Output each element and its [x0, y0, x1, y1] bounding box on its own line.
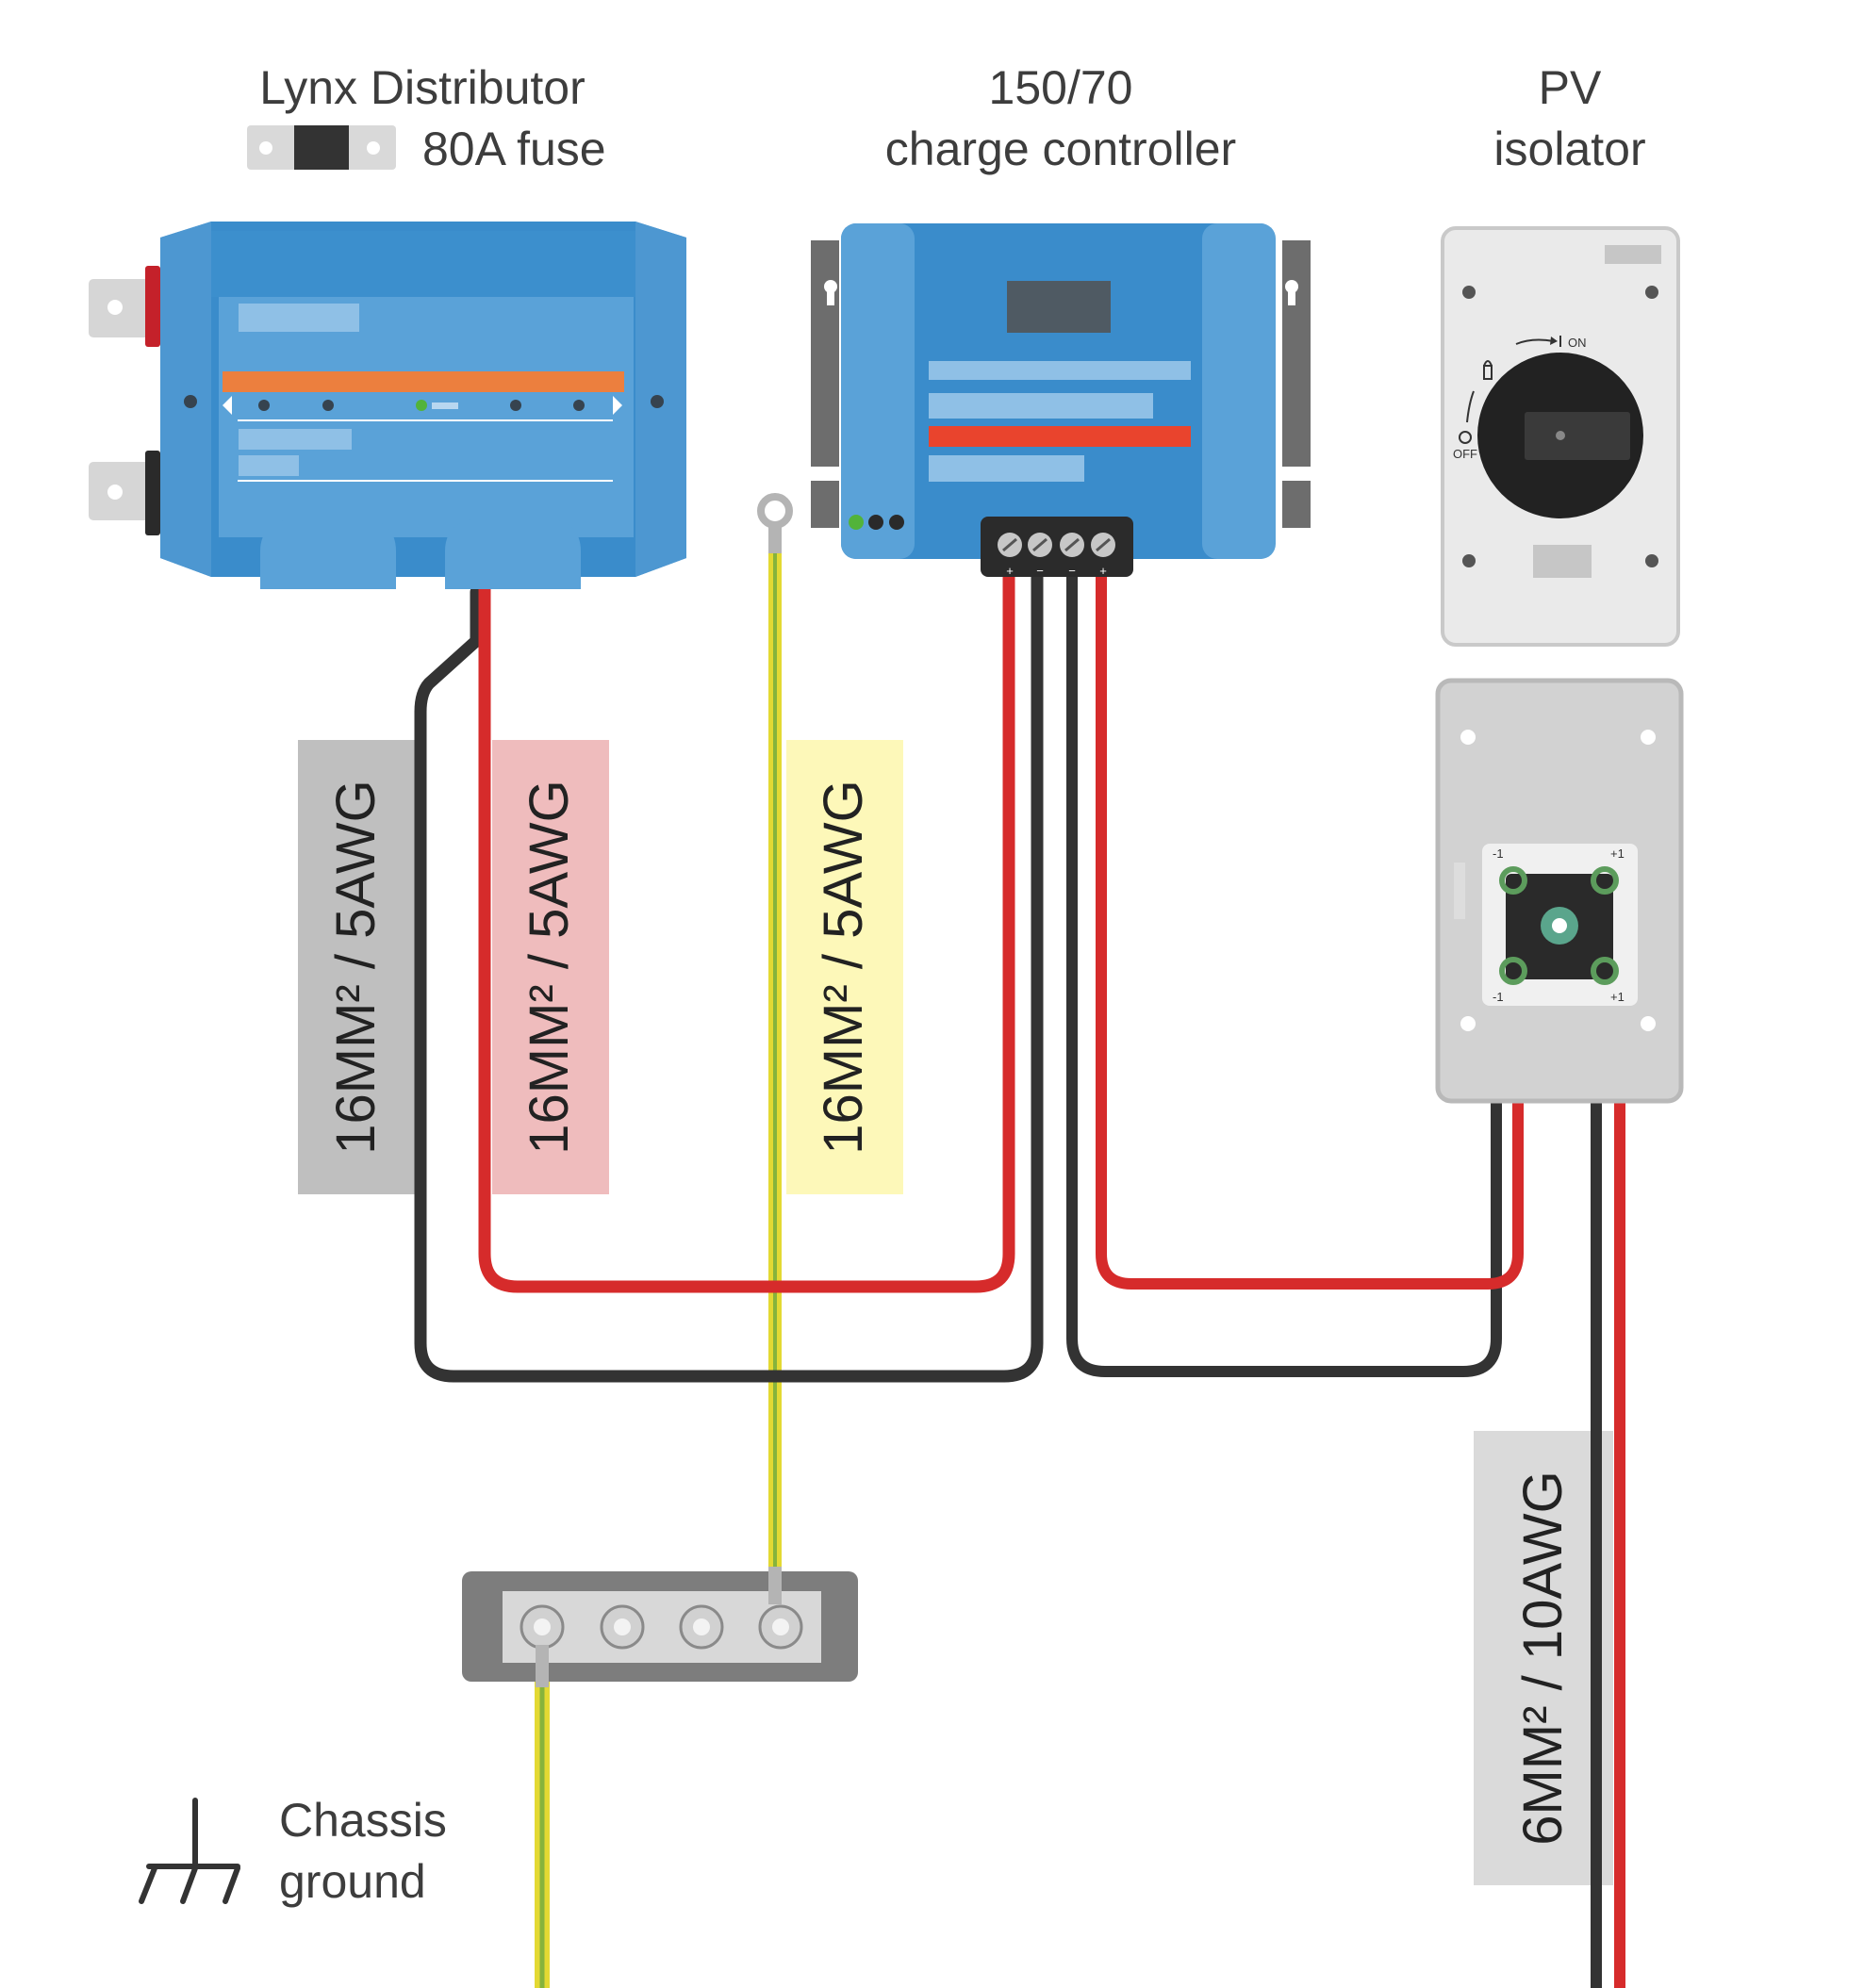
- lynx-distributor: [89, 222, 686, 589]
- pv-positive-wire: [1096, 567, 1524, 1290]
- terminal-label: +1: [1610, 990, 1625, 1004]
- controller-terminal-block: [981, 517, 1133, 577]
- cable-label-bg: [1474, 1431, 1613, 1885]
- cc-term-label: −: [1036, 564, 1044, 578]
- isolator-on-label: ON: [1568, 336, 1587, 350]
- lock-icon: [1483, 360, 1493, 380]
- ground-busbar: [462, 1567, 858, 1687]
- cable-label-text: 16MM² / 5AWG: [813, 780, 874, 1154]
- cable-label-bg: [298, 740, 417, 1194]
- cable-label-bg: [492, 740, 609, 1194]
- controller-title-line2: charge controller: [885, 123, 1236, 175]
- cable-label-black: 16MM² / 5AWG: [298, 740, 417, 1194]
- cable-label-red: 16MM² / 5AWG: [492, 740, 609, 1194]
- cc-term-label: −: [1068, 564, 1076, 578]
- terminal-label: +1: [1610, 846, 1625, 861]
- controller-led-green: [849, 515, 864, 530]
- lynx-status-strip: [223, 371, 624, 392]
- charge-controller: + − − +: [811, 223, 1311, 578]
- cable-label-text: 6MM² / 10AWG: [1512, 1470, 1574, 1845]
- battery-positive-wire: [478, 567, 1015, 1293]
- chassis-label-line2: ground: [279, 1855, 426, 1908]
- fuse-icon: [247, 125, 396, 170]
- controller-title-line1: 150/70: [989, 61, 1133, 114]
- battery-negative-wire: [414, 567, 1044, 1383]
- pv-isolator-switch: ON OFF: [1441, 226, 1680, 647]
- fuse-label: 80A fuse: [422, 123, 606, 175]
- lynx-title: Lynx Distributor: [259, 61, 585, 114]
- pv-title-line2: isolator: [1493, 123, 1645, 175]
- isolator-off-label: OFF: [1453, 447, 1477, 461]
- cable-label-earth: 16MM² / 5AWG: [786, 740, 903, 1194]
- cc-term-label: +: [1099, 564, 1107, 578]
- cc-term-label: +: [1006, 564, 1014, 578]
- terminal-label: -1: [1493, 990, 1504, 1004]
- cable-label-pv: 6MM² / 10AWG: [1474, 1431, 1613, 1885]
- chassis-ground-icon: [139, 1798, 240, 1904]
- cable-label-bg: [786, 740, 903, 1194]
- chassis-label-line1: Chassis: [279, 1794, 447, 1847]
- earth-ring-terminal: [757, 493, 793, 553]
- cable-label-text: 16MM² / 5AWG: [519, 780, 580, 1154]
- controller-status-strip: [929, 426, 1191, 447]
- terminal-label: -1: [1493, 846, 1504, 861]
- lynx-status-led: [416, 400, 427, 411]
- pv-title-line1: PV: [1539, 61, 1602, 114]
- pv-isolator-terminals: -1 +1 -1 +1: [1435, 678, 1684, 1104]
- cable-label-text: 16MM² / 5AWG: [325, 780, 387, 1154]
